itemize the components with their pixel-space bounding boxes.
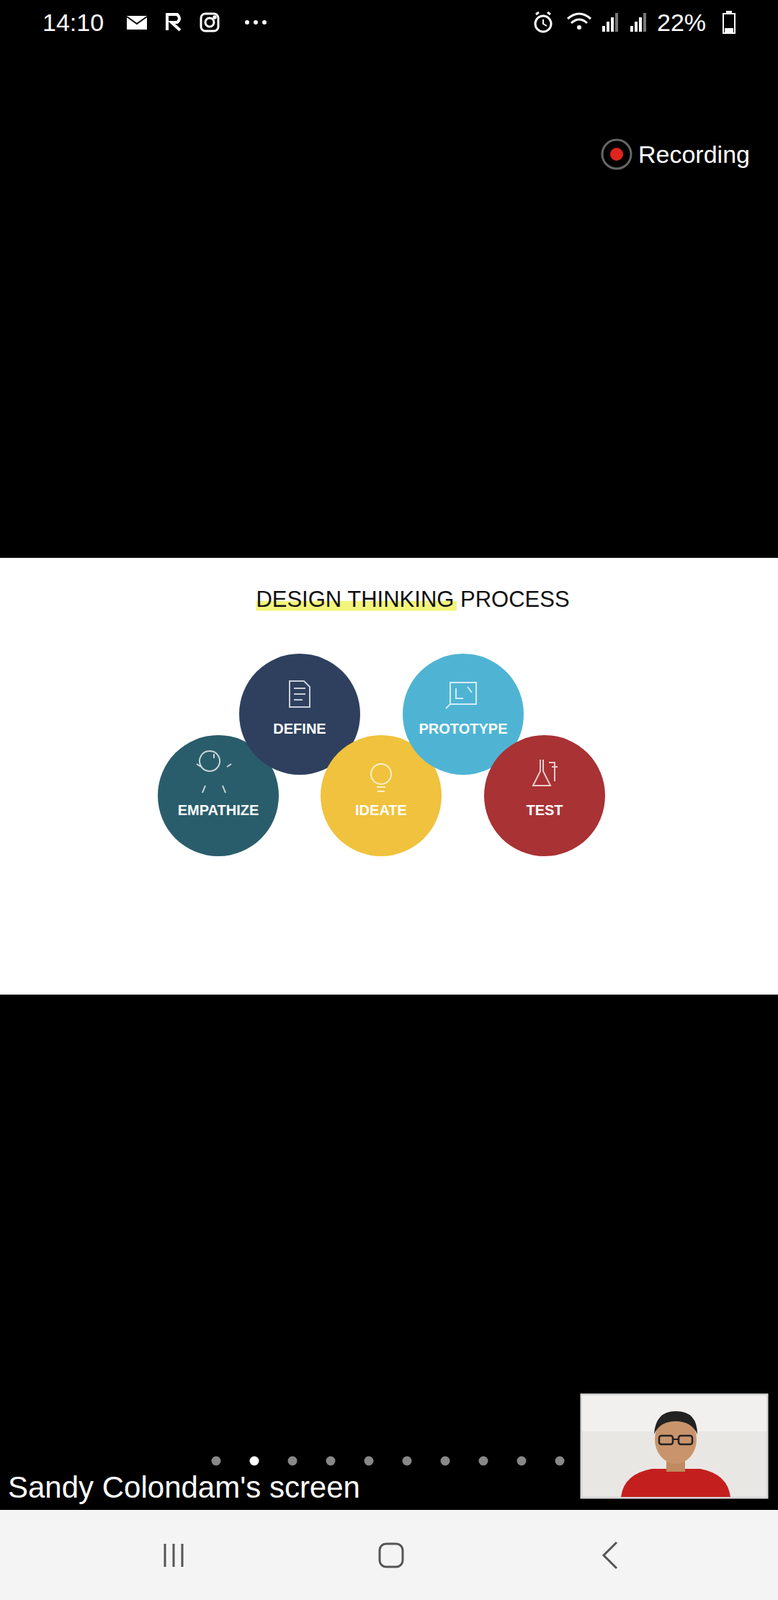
phase-icon [533, 759, 558, 786]
slide-title: DESIGN THINKING PROCESS [255, 586, 570, 613]
status-icons [126, 10, 735, 34]
phase-label: PROTOTYPE [419, 720, 508, 737]
nav-icons [164, 1541, 617, 1568]
phase-label: IDEATE [355, 801, 408, 819]
recording-label: Recording [638, 140, 750, 169]
phase-icon [370, 763, 392, 791]
phase-icon [196, 750, 232, 793]
circle-shape [484, 734, 606, 856]
phase-circle: TEST [484, 734, 606, 856]
recording-ring [602, 139, 632, 169]
battery-percent: 22% [656, 8, 706, 37]
phase-label: TEST [525, 801, 563, 819]
slide-panel [0, 557, 778, 995]
pager-dots [211, 1455, 565, 1466]
phase-icon [289, 680, 310, 707]
nav-bar [0, 1509, 778, 1600]
screen-share-label: Sandy Colondam's screen [7, 1469, 361, 1505]
status-time: 14:10 [42, 8, 104, 37]
phase-label: DEFINE [273, 720, 326, 737]
recording-dot [610, 147, 624, 161]
video-thumbnail [581, 1393, 768, 1497]
phase-icon [445, 682, 477, 709]
phase-label: EMPATHIZE [177, 801, 260, 819]
